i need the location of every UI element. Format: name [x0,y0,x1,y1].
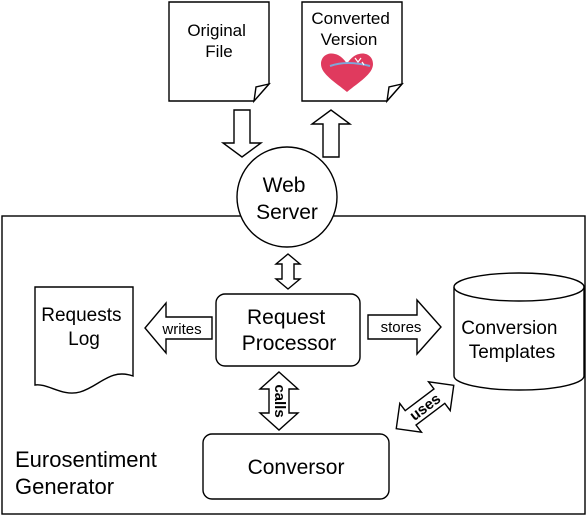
generator-label-line1: Eurosentiment [15,447,157,472]
stores-arrow: stores [367,298,442,356]
requests-log-label-line1: Requests [41,305,121,326]
svg-text:Request Processor: Request Processor [242,306,337,355]
writes-arrow-label: writes [161,321,201,338]
svg-text:Converted Version: Converted Version [311,9,394,49]
web-server-label-line1: Web [263,174,306,197]
server-processor-arrow [274,253,302,290]
original-file-document: Original File [168,1,271,104]
conversion-templates-label-line2: Templates [469,342,556,363]
generator-label-line2: Generator [15,474,114,499]
conversor-node: Conversor [202,433,390,500]
svg-text:Requests Log: Requests Log [41,305,127,350]
request-processor-node: Request Processor [215,293,361,367]
svg-text:Eurosentiment Generator: Eurosentiment Generator [15,447,163,499]
conversor-label: Conversor [248,456,345,479]
uses-arrow: uses [395,380,455,434]
calls-arrow: calls [258,371,300,431]
web-server-label-line2: Server [256,201,318,224]
converted-version-label-line1: Converted [311,9,389,28]
converted-version-label-line2: Version [321,30,378,49]
web-server-node: Web Server [236,146,338,248]
upload-arrow [220,109,264,158]
calls-arrow-label: calls [271,384,288,417]
request-processor-label-line1: Request [247,306,325,329]
heart-image [321,53,373,92]
requests-log-document: Requests Log [34,286,134,394]
request-processor-label-line2: Processor [242,332,337,355]
svg-text:Original File: Original File [187,21,250,61]
conversion-templates-label-line1: Conversion [461,318,557,339]
converted-version-document: Converted Version [301,1,404,104]
download-arrow [309,109,353,158]
svg-text:Conversion Templates: Conversion Templates [461,318,562,363]
requests-log-label-line2: Log [68,329,100,350]
writes-arrow: writes [144,301,213,355]
original-file-label-line2: File [205,42,232,61]
conversion-templates-database: Conversion Templates [453,272,585,391]
stores-arrow-label: stores [381,319,422,336]
original-file-label-line1: Original [187,21,246,40]
svg-text:Web Server: Web Server [256,174,318,224]
